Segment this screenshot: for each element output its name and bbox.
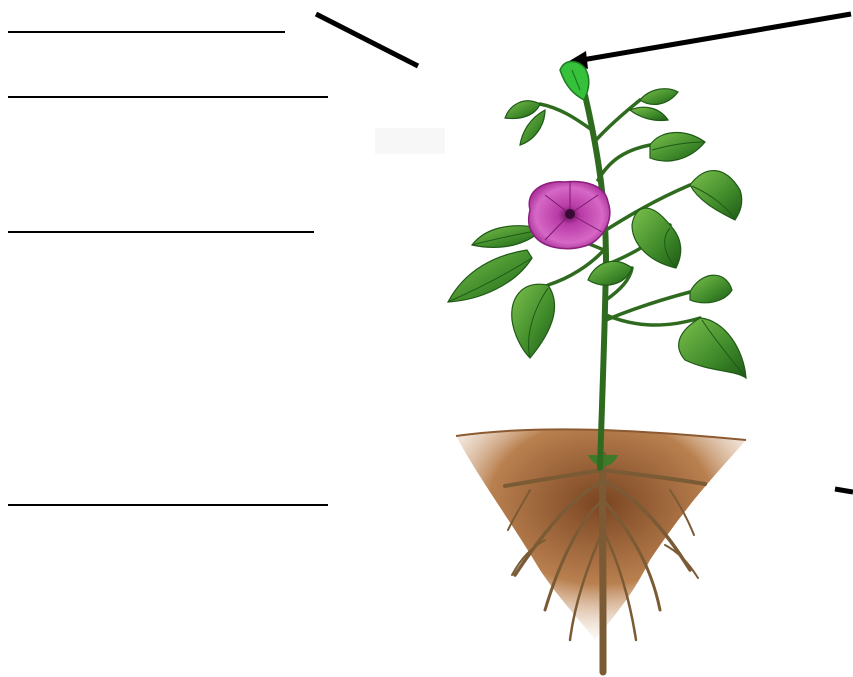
- pointer-line-left: [316, 14, 418, 66]
- flower: [529, 182, 610, 249]
- bud: [560, 62, 589, 101]
- faint-smudge: [375, 128, 445, 154]
- pointer-line-right: [835, 489, 853, 492]
- pointer-arrow-bud: [566, 14, 851, 69]
